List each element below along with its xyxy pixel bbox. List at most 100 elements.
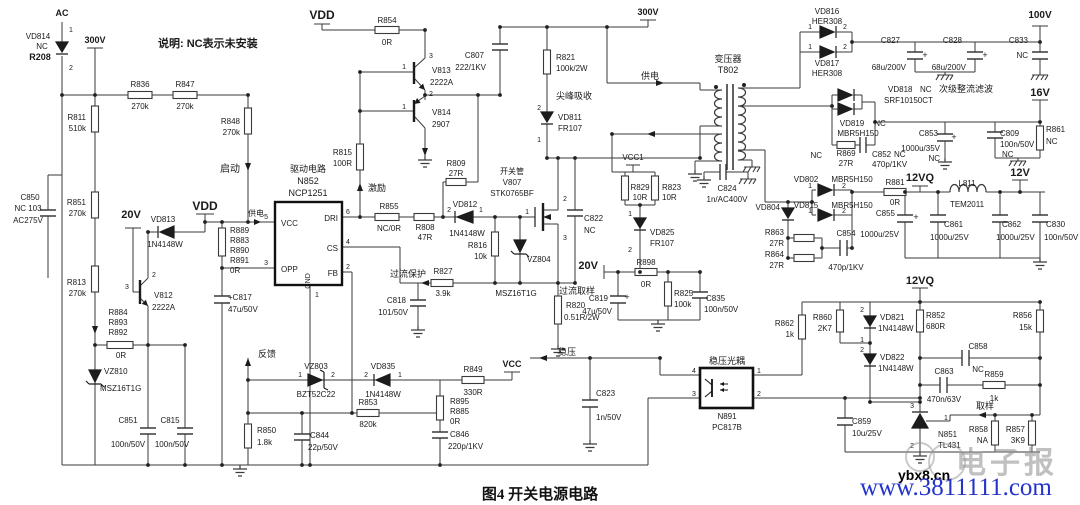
component-label: 1 bbox=[628, 211, 632, 218]
component-label: BZT52C22 bbox=[297, 390, 336, 399]
component-label: 100V bbox=[1028, 10, 1052, 21]
component-label: 100n/50V bbox=[155, 440, 190, 449]
component-label: 0R bbox=[641, 280, 651, 289]
component-label: R856 bbox=[1013, 311, 1033, 320]
component-label: R208 bbox=[29, 52, 51, 62]
component-label: 680R bbox=[926, 322, 945, 331]
component-label: 100n/50V bbox=[111, 440, 146, 449]
component-label: 1 bbox=[402, 64, 406, 71]
component-label: NC bbox=[1016, 51, 1028, 60]
component-label: + bbox=[922, 50, 927, 60]
component-label: T802 bbox=[718, 65, 739, 75]
component-label: C858 bbox=[968, 342, 988, 351]
watermark-url-text: www.3811111.com bbox=[860, 474, 1052, 501]
component-label: 2 bbox=[628, 247, 632, 254]
component-label: NC bbox=[874, 119, 886, 128]
component-label: 1N4148W bbox=[365, 390, 401, 399]
component-label: 2 bbox=[69, 65, 73, 72]
component-label: NC bbox=[928, 154, 940, 163]
component-label: V813 bbox=[432, 66, 451, 75]
component-label: R809 bbox=[446, 159, 466, 168]
component-label: R851 bbox=[67, 198, 87, 207]
component-label: C850 bbox=[20, 193, 40, 202]
component-label: 反馈 bbox=[258, 348, 276, 359]
component-label: 3 bbox=[125, 284, 129, 291]
component-label: C852 bbox=[872, 150, 892, 159]
component-label: V812 bbox=[154, 291, 173, 300]
component-label: R827 bbox=[433, 267, 453, 276]
component-label: 2 bbox=[842, 208, 846, 215]
component-label: 1000u/25V bbox=[930, 233, 969, 242]
component-label: 20V bbox=[121, 209, 141, 221]
component-label: 2 bbox=[152, 272, 156, 279]
component-label: 3 bbox=[563, 235, 567, 242]
component-label: VD815 bbox=[794, 201, 819, 210]
component-label: C835 bbox=[706, 294, 726, 303]
component-label: + bbox=[951, 132, 956, 142]
component-label: 稳压光耦 bbox=[709, 355, 745, 366]
component-label: 1 bbox=[860, 337, 864, 344]
component-label: 47u/50V bbox=[582, 307, 612, 316]
component-label: VZ804 bbox=[527, 255, 551, 264]
component-label: 1 bbox=[808, 208, 812, 215]
component-label: TEM2011 bbox=[950, 200, 985, 209]
component-label: VCC1 bbox=[622, 153, 644, 162]
component-label: 1 bbox=[315, 292, 319, 299]
component-label: +C817 bbox=[228, 293, 252, 302]
component-label: 100n/50V bbox=[1000, 140, 1035, 149]
component-label: 1 bbox=[402, 104, 406, 111]
component-label: NC bbox=[1002, 150, 1014, 159]
component-label: 510k bbox=[69, 124, 87, 133]
component-label: 次级整流滤波 bbox=[939, 83, 993, 94]
component-label: 10R bbox=[662, 193, 677, 202]
component-label: 68u/200V bbox=[872, 63, 907, 72]
watermark-logo-text: 电子报 bbox=[956, 447, 1058, 480]
component-label: R881 bbox=[885, 178, 905, 187]
component-label: 2 bbox=[537, 105, 541, 112]
component-label: C859 bbox=[852, 417, 872, 426]
component-label: SRF10150CT bbox=[884, 96, 933, 105]
component-label: 1 bbox=[69, 27, 73, 34]
component-label: 2222A bbox=[152, 303, 176, 312]
component-label: VCC bbox=[281, 219, 298, 228]
component-label: 3.9k bbox=[435, 289, 451, 298]
component-label: C828 bbox=[943, 36, 963, 45]
component-label: MBR5H150 bbox=[837, 129, 879, 138]
component-label: 5 bbox=[264, 214, 268, 221]
component-label: R849 bbox=[463, 365, 483, 374]
component-label: 1.8k bbox=[257, 438, 273, 447]
component-label: 1 bbox=[525, 209, 529, 216]
component-label: 820k bbox=[359, 420, 377, 429]
component-label: N852 bbox=[297, 176, 319, 186]
component-label: + bbox=[982, 50, 987, 60]
component-label: 101/50V bbox=[378, 308, 408, 317]
component-label: VD804 bbox=[756, 203, 781, 212]
component-label: R858 bbox=[969, 425, 989, 434]
inductor-l811 bbox=[949, 183, 987, 193]
component-label: VZ810 bbox=[104, 367, 128, 376]
component-label: R848 bbox=[221, 117, 241, 126]
component-label: 2222A bbox=[430, 78, 454, 87]
component-label: 1N4148W bbox=[449, 229, 485, 238]
component-label: 100n/50V bbox=[1044, 233, 1079, 242]
component-label: 2 bbox=[757, 391, 761, 398]
component-label: R855 bbox=[379, 202, 399, 211]
component-label: C863 bbox=[934, 367, 954, 376]
component-label: R853 bbox=[358, 398, 378, 407]
component-label: 开关管 bbox=[500, 166, 524, 176]
component-label: 驱动电路 bbox=[290, 163, 326, 174]
component-label: 20V bbox=[578, 260, 598, 272]
component-label: 3 bbox=[910, 403, 914, 410]
component-label: 270k bbox=[131, 102, 149, 111]
component-label: N851 bbox=[938, 430, 958, 439]
component-label: 1N4148W bbox=[878, 324, 914, 333]
component-label: R857 bbox=[1006, 425, 1026, 434]
transistor-arrows bbox=[141, 83, 551, 306]
component-label: FR107 bbox=[558, 124, 583, 133]
component-label: 1 bbox=[944, 415, 948, 422]
component-label: R863 bbox=[765, 228, 785, 237]
component-label: 330R bbox=[463, 388, 482, 397]
component-label: NA bbox=[977, 436, 989, 445]
component-label: NC bbox=[584, 226, 596, 235]
